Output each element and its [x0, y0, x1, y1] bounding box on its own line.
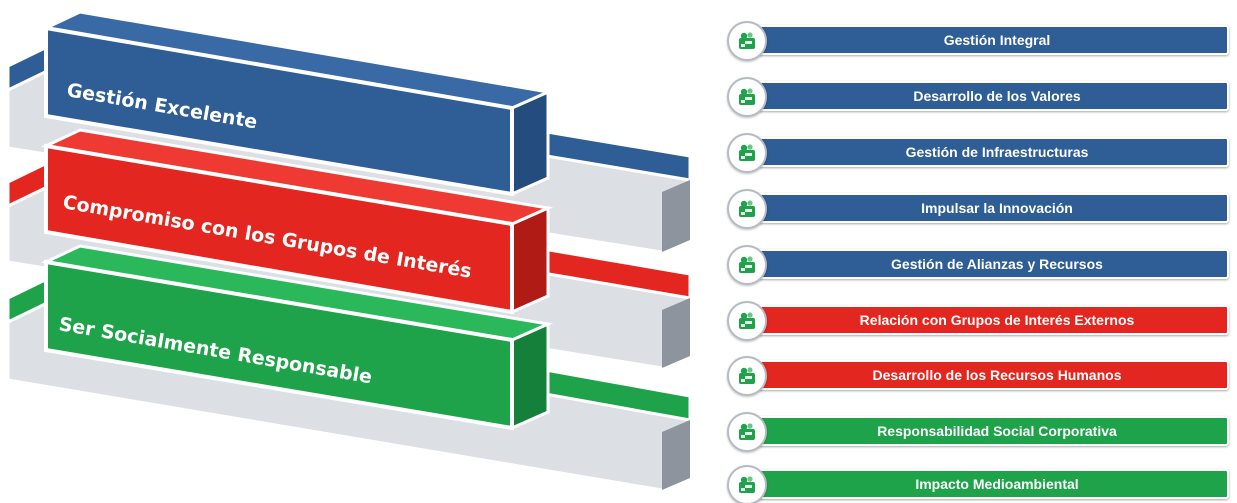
pillars-graphic: Gestión Excelente Compromiso con los Gru… [6, 10, 692, 492]
people-icon [727, 465, 767, 503]
objective-bar: Impacto Medioambiental [751, 469, 1229, 499]
objective-item: Gestión Integral [727, 21, 1233, 61]
objective-bar: Gestión Integral [751, 25, 1229, 55]
objective-label: Impacto Medioambiental [915, 476, 1079, 492]
people-icon [727, 21, 767, 61]
people-icon [727, 77, 767, 117]
objective-item: Impulsar la Innovación [727, 189, 1233, 229]
objective-label: Gestión de Infraestructuras [905, 144, 1089, 160]
objective-item: Responsabilidad Social Corporativa [727, 412, 1233, 452]
objective-bar: Responsabilidad Social Corporativa [751, 416, 1229, 446]
pillar-red-ledge-side [662, 298, 690, 368]
people-icon [727, 356, 767, 396]
people-icon [727, 301, 767, 341]
pillar-green: Ser Socialmente Responsable [6, 244, 692, 492]
objective-item: Gestión de Infraestructuras [727, 133, 1233, 173]
objective-label: Desarrollo de los Valores [913, 88, 1081, 104]
people-icon [727, 189, 767, 229]
objective-label: Gestión Integral [943, 32, 1051, 48]
pillar-red-front-face [44, 143, 514, 315]
objective-bar: Impulsar la Innovación [751, 193, 1229, 223]
objective-label: Gestión de Alianzas y Recursos [891, 256, 1103, 272]
objective-bar: Relación con Grupos de Interés Externos [751, 305, 1229, 335]
objective-bar: Desarrollo de los Recursos Humanos [751, 360, 1229, 390]
objective-label: Impulsar la Innovación [921, 200, 1073, 216]
objective-bar: Gestión de Infraestructuras [751, 137, 1229, 167]
objective-item: Desarrollo de los Recursos Humanos [727, 356, 1233, 396]
people-icon [727, 412, 767, 452]
objective-label: Desarrollo de los Recursos Humanos [872, 367, 1122, 383]
objective-bar: Gestión de Alianzas y Recursos [751, 249, 1229, 279]
objective-bar: Desarrollo de los Valores [751, 81, 1229, 111]
objective-item: Relación con Grupos de Interés Externos [727, 301, 1233, 341]
objective-item: Gestión de Alianzas y Recursos [727, 245, 1233, 285]
pillar-green-front-face [44, 259, 514, 431]
pillar-blue-ledge-side [662, 180, 690, 252]
objective-label: Relación con Grupos de Interés Externos [859, 312, 1135, 328]
people-icon [727, 133, 767, 173]
objective-label: Responsabilidad Social Corporativa [877, 423, 1117, 439]
people-icon [727, 245, 767, 285]
pillar-green-ledge-side [662, 420, 690, 490]
objective-item: Impacto Medioambiental [727, 465, 1233, 503]
pillar-blue-front-face [44, 25, 514, 197]
objective-item: Desarrollo de los Valores [727, 77, 1233, 117]
